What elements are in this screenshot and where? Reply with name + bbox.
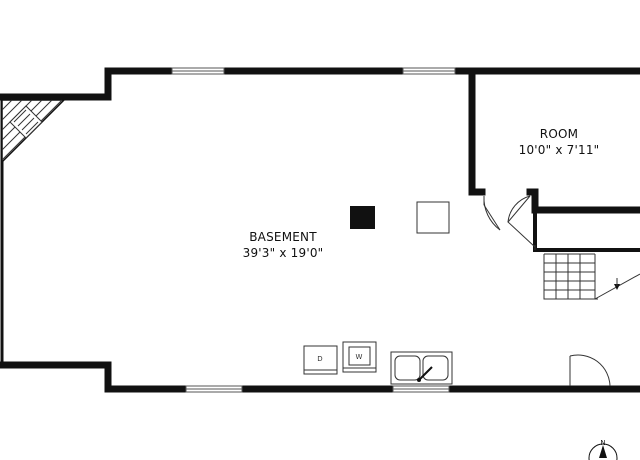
right-stairs [543,253,640,300]
door-closet [507,195,536,248]
window-bottom [185,385,243,393]
stairs-direction-arrow-icon [614,284,620,290]
window-top-left [171,67,225,75]
washer-label: W [356,353,363,361]
basement-dimensions: 39'3" x 19'0" [243,246,324,260]
dryer-label: D [317,355,322,363]
outer-walls [0,67,640,393]
utility-square [416,201,450,234]
laundry-sink [390,351,453,385]
room-name: ROOM [540,127,578,141]
room-dimensions: 10'0" x 7'11" [519,143,600,157]
corner-stairs [1,99,66,164]
basement-name: BASEMENT [249,230,317,244]
dryer: D [303,345,338,375]
column-post [350,206,375,229]
room-walls [468,67,640,252]
compass: N [588,439,618,460]
door-room [483,195,501,231]
window-bottom-sink [392,385,450,393]
washer: W [342,341,377,373]
window-top-right [402,67,456,75]
door-bottom-right [569,354,611,387]
compass-label: N [600,439,605,447]
